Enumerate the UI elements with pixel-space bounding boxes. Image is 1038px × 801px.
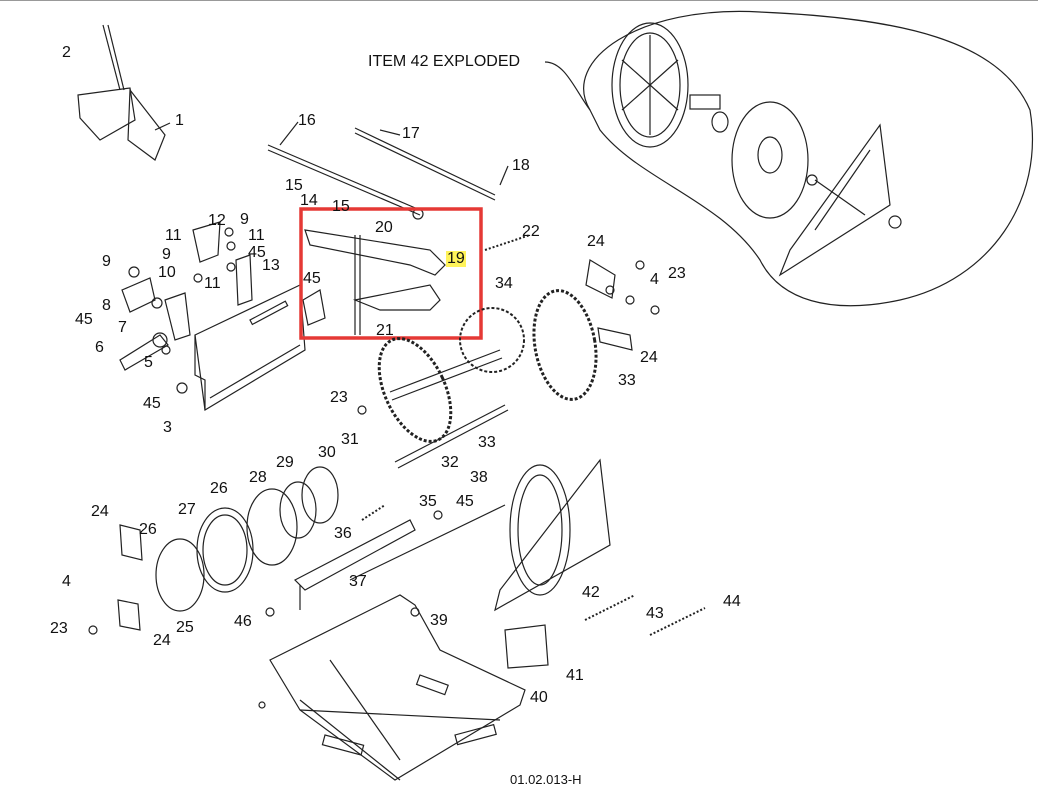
callout: 10	[158, 264, 176, 281]
callout: 34	[495, 275, 513, 292]
callout: 46	[234, 613, 252, 630]
callout: 9	[102, 253, 111, 270]
chains	[377, 289, 598, 443]
callout: 37	[349, 573, 367, 590]
callout: 24	[640, 349, 658, 366]
skid-plate	[269, 594, 526, 781]
shift-arm-assembly	[302, 208, 446, 335]
callout: 3	[163, 419, 172, 436]
small-brackets	[119, 221, 253, 394]
callout: 21	[376, 322, 394, 339]
springs	[361, 234, 706, 636]
callout: 38	[470, 469, 488, 486]
callout: 39	[430, 612, 448, 629]
callout: 15	[285, 177, 303, 194]
callout: 28	[249, 469, 267, 486]
sprocket	[459, 307, 525, 373]
rods	[267, 121, 509, 216]
callout: 40	[530, 689, 548, 706]
callout: 15	[332, 198, 350, 215]
callout: 24	[153, 632, 171, 649]
drawing-code: 01.02.013-H	[510, 772, 582, 787]
callout: 4	[650, 271, 659, 288]
callout: 20	[375, 219, 393, 236]
callout: 26	[139, 521, 157, 538]
callout: 26	[210, 480, 228, 497]
callout: 43	[646, 605, 664, 622]
wheel-exploded	[611, 22, 902, 277]
callout: 45	[456, 493, 474, 510]
callout: 9	[240, 211, 249, 228]
side-plate	[194, 284, 306, 411]
brackets-lower	[293, 458, 611, 669]
callout: 33	[618, 372, 636, 389]
callout: 33	[478, 434, 496, 451]
callout: 45	[143, 395, 161, 412]
pulleys	[117, 466, 339, 631]
callout: 32	[441, 454, 459, 471]
callout: 18	[512, 157, 530, 174]
callout: 16	[298, 112, 316, 129]
callout: 23	[50, 620, 68, 637]
callout: 41	[566, 667, 584, 684]
callout-highlighted: 19	[446, 250, 466, 267]
callout: 29	[276, 454, 294, 471]
callout: 11	[165, 227, 182, 244]
callout: 2	[62, 44, 71, 61]
callout: 23	[668, 265, 686, 282]
callout: 30	[318, 444, 336, 461]
callout: 11	[248, 227, 265, 244]
callout: 9	[162, 246, 171, 263]
callout: 25	[176, 619, 194, 636]
exploded-label: ITEM 42 EXPLODED	[368, 53, 521, 70]
exploded-leader	[544, 61, 591, 111]
callout: 8	[102, 297, 111, 314]
exploded-outline	[583, 10, 1034, 307]
callout: 27	[178, 501, 196, 518]
callout: 45	[248, 244, 266, 261]
callout: 12	[208, 212, 226, 229]
callout: 7	[118, 319, 127, 336]
callout: 35	[419, 493, 437, 510]
callout: 23	[330, 389, 348, 406]
top-border	[0, 0, 1038, 1]
highlight-box	[299, 207, 483, 340]
shift-lever	[77, 24, 171, 161]
callout: 31	[341, 431, 359, 448]
shafts	[349, 349, 509, 581]
callout: 36	[334, 525, 352, 542]
callout: 45	[303, 270, 321, 287]
callout: 5	[144, 354, 153, 371]
callout: 11	[204, 275, 221, 292]
bolts	[88, 259, 660, 709]
callout: 1	[175, 112, 184, 129]
callout: 17	[402, 125, 420, 142]
callout: 14	[300, 192, 318, 209]
callout: 45	[75, 311, 93, 328]
callout: 24	[91, 503, 109, 520]
callout: 42	[582, 584, 600, 601]
callout: 4	[62, 573, 71, 590]
callout: 44	[723, 593, 741, 610]
callout: 13	[262, 257, 280, 274]
callout: 6	[95, 339, 104, 356]
callout: 22	[522, 223, 540, 240]
callout: 24	[587, 233, 605, 250]
